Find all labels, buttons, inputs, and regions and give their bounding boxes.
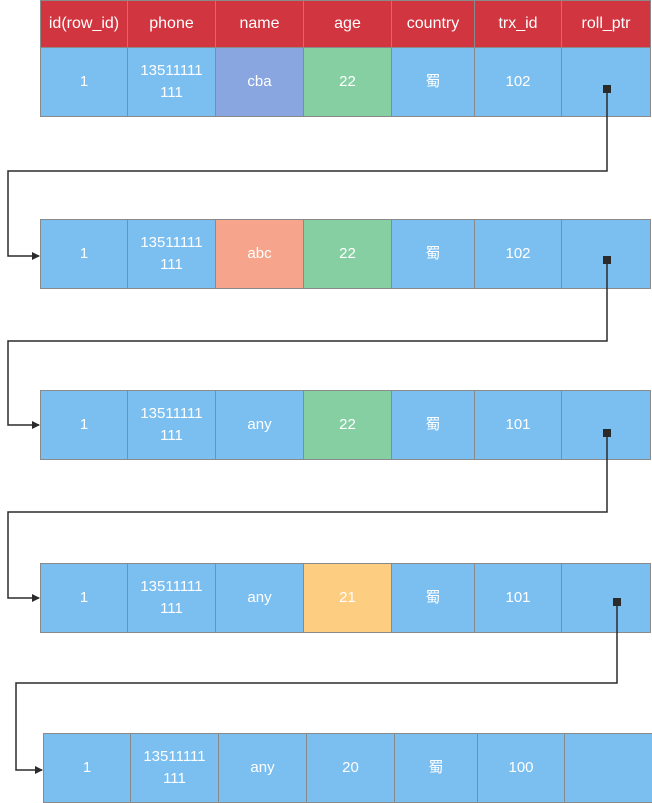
header-country: country (391, 0, 475, 48)
row-2-trx-id-cell: 102 (474, 219, 562, 289)
row-3-roll-ptr-cell (561, 390, 651, 460)
row-3-trx-id-cell: 101 (474, 390, 562, 460)
row-4-trx-id-cell: 101 (474, 563, 562, 633)
row-5-id-cell: 1 (43, 733, 131, 803)
row-3-age-cell: 22 (303, 390, 392, 460)
row-1-age-cell: 22 (303, 47, 392, 117)
row-3-id-cell: 1 (40, 390, 128, 460)
row-5-roll-ptr-cell (564, 733, 652, 803)
row-5-age-cell: 20 (306, 733, 395, 803)
header-roll-ptr: roll_ptr (561, 0, 651, 48)
header-age: age (303, 0, 392, 48)
header-name: name (215, 0, 304, 48)
row-1-name-cell: cba (215, 47, 304, 117)
row-4-roll-ptr-cell (561, 563, 651, 633)
header-phone: phone (127, 0, 216, 48)
row-3-phone-cell: 13511111 111 (127, 390, 216, 460)
row-5-trx-id-cell: 100 (477, 733, 565, 803)
row-1-country-cell: 蜀 (391, 47, 475, 117)
row-5-phone-cell: 13511111 111 (130, 733, 219, 803)
row-4-phone-cell: 13511111 111 (127, 563, 216, 633)
row-5-country-cell: 蜀 (394, 733, 478, 803)
row-4-age-cell: 21 (303, 563, 392, 633)
row-2-phone-cell: 13511111 111 (127, 219, 216, 289)
row-3-country-cell: 蜀 (391, 390, 475, 460)
row-2-country-cell: 蜀 (391, 219, 475, 289)
row-1-id-cell: 1 (40, 47, 128, 117)
row-5-name-cell: any (218, 733, 307, 803)
row-2-roll-ptr-cell (561, 219, 651, 289)
row-1-roll-ptr-cell (561, 47, 651, 117)
row-2-age-cell: 22 (303, 219, 392, 289)
row-4-country-cell: 蜀 (391, 563, 475, 633)
row-4-name-cell: any (215, 563, 304, 633)
header-id: id(row_id) (40, 0, 128, 48)
row-2-name-cell: abc (215, 219, 304, 289)
row-1-trx-id-cell: 102 (474, 47, 562, 117)
row-3-name-cell: any (215, 390, 304, 460)
header-trx-id: trx_id (474, 0, 562, 48)
row-1-phone-cell: 13511111 111 (127, 47, 216, 117)
row-2-id-cell: 1 (40, 219, 128, 289)
row-4-id-cell: 1 (40, 563, 128, 633)
